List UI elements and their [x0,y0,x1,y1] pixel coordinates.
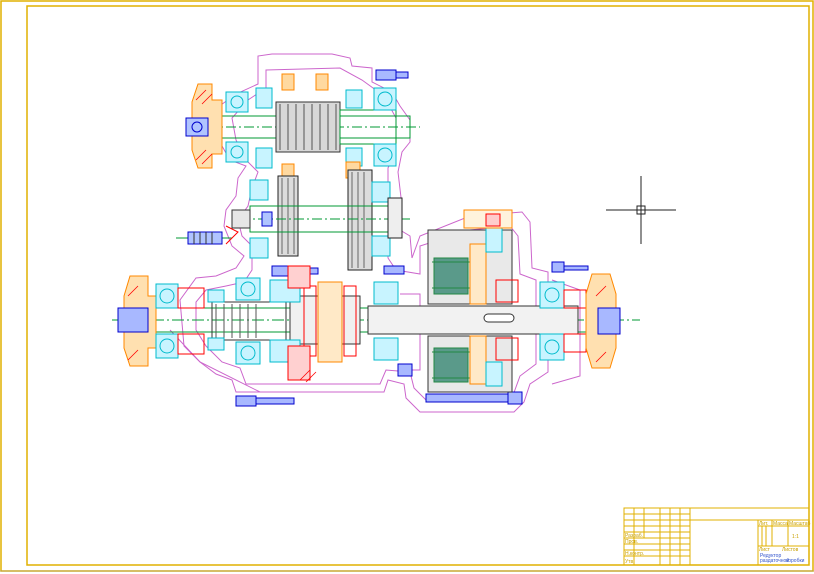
right-output-flange [539,273,621,369]
upper-input-shaft [190,101,420,153]
title-block [623,507,810,566]
tb-row-nkontr: Н.контр. [625,551,644,557]
intermediate-left-plug [176,209,273,245]
sheet-frame-inner [26,5,810,566]
tb-scale-value: 1:1 [792,534,799,540]
intermediate-gear-block [240,169,410,271]
tb-header-massa: Масса [773,521,788,527]
tb-row-utv: Утв. [625,559,635,565]
clutch-pack [427,209,519,393]
tb-header-lit: Лит. [759,521,768,527]
main-left-bearings [207,277,261,365]
tb-row-razrab: Разраб. [625,533,643,539]
upper-bearings [225,87,397,169]
left-output-flange [117,275,205,367]
tb-sheets-label: Листов [782,547,799,553]
tb-title-line-3: коробки [786,558,805,564]
tb-row-prov: Пров. [625,539,638,545]
upper-left-flange [185,83,223,169]
tb-header-masshtab: Масштаб [789,521,811,527]
tb-sheet-label: Лист [759,547,771,553]
title-block-text: Разраб. Пров. Н.контр. Утв. Лит. Масса М… [625,521,811,565]
tb-title-line-2: раздаточной [760,557,789,564]
section-hatching [127,89,607,383]
crosshair-cursor-icon [606,176,676,244]
gearbox-assembly-drawing [112,53,640,413]
tb-title-line-1: Редуктор [760,553,781,559]
center-differential [269,265,399,381]
